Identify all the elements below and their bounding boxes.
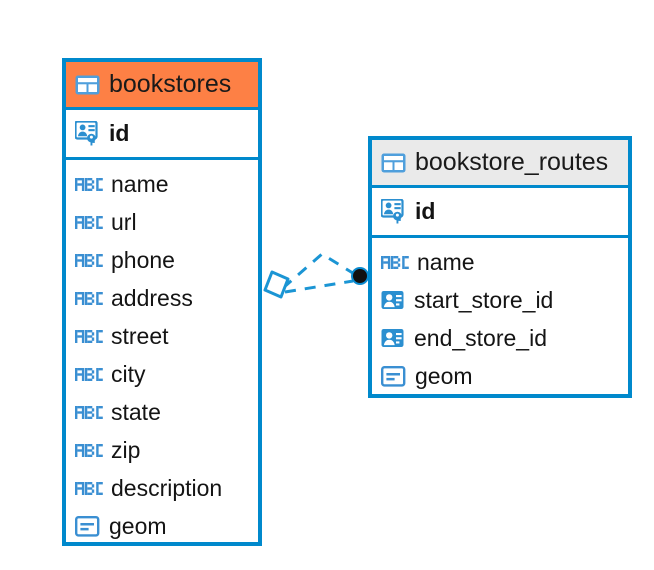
field-row-name[interactable]: name [372, 243, 628, 281]
text-abc-icon [75, 253, 103, 267]
table-icon [75, 75, 100, 95]
text-abc-icon [75, 329, 103, 343]
filled-circle-marker [351, 267, 369, 285]
columns-section-bookstores: name [66, 160, 258, 552]
relationship-branch-upper [282, 252, 357, 290]
field-row-geom[interactable]: geom [66, 507, 258, 545]
field-row-address[interactable]: address [66, 279, 258, 317]
diamond-marker [263, 270, 290, 299]
foreign-key-icon [381, 290, 406, 311]
field-label: id [109, 119, 130, 146]
field-label: state [111, 398, 161, 425]
field-row-name[interactable]: name [66, 165, 258, 203]
field-row-geom[interactable]: geom [372, 357, 628, 395]
entity-bookstore-routes[interactable]: bookstore_routes [368, 136, 632, 398]
field-row-city[interactable]: city [66, 355, 258, 393]
field-row-pk[interactable]: id [372, 192, 628, 230]
field-label: geom [415, 362, 473, 389]
geometry-icon [381, 365, 407, 387]
field-label: zip [111, 436, 141, 463]
table-icon [381, 153, 406, 173]
primary-key-icon [381, 198, 407, 224]
field-row-state[interactable]: state [66, 393, 258, 431]
text-abc-icon [75, 481, 103, 495]
entity-title: bookstore_routes [415, 148, 609, 176]
field-label: description [111, 474, 223, 501]
field-row-zip[interactable]: zip [66, 431, 258, 469]
field-label: city [111, 360, 146, 387]
field-label: phone [111, 246, 175, 273]
relationship-branch-lower [284, 279, 354, 294]
text-abc-icon [75, 215, 103, 229]
text-abc-icon [381, 255, 409, 269]
field-label: url [111, 208, 137, 235]
primary-key-section-bookstore-routes: id [372, 188, 628, 238]
field-label: id [415, 197, 436, 224]
field-row-pk[interactable]: id [66, 114, 258, 152]
text-abc-icon [75, 443, 103, 457]
field-row-street[interactable]: street [66, 317, 258, 355]
primary-key-icon [75, 120, 101, 146]
field-row-start-store-id[interactable]: start_store_id [372, 281, 628, 319]
field-label: end_store_id [414, 324, 547, 351]
field-row-end-store-id[interactable]: end_store_id [372, 319, 628, 357]
field-label: street [111, 322, 169, 349]
text-abc-icon [75, 177, 103, 191]
field-row-url[interactable]: url [66, 203, 258, 241]
entity-title: bookstores [109, 70, 232, 98]
field-label: name [111, 170, 169, 197]
field-label: name [417, 248, 475, 275]
geometry-icon [75, 515, 101, 537]
text-abc-icon [75, 405, 103, 419]
entity-bookstores[interactable]: bookstores id [62, 58, 262, 546]
field-row-phone[interactable]: phone [66, 241, 258, 279]
field-label: geom [109, 512, 167, 539]
text-abc-icon [75, 367, 103, 381]
primary-key-section-bookstores: id [66, 110, 258, 160]
field-row-description[interactable]: description [66, 469, 258, 507]
entity-header-bookstore-routes[interactable]: bookstore_routes [372, 140, 628, 188]
columns-section-bookstore-routes: name start_store_id [372, 238, 628, 402]
field-label: address [111, 284, 193, 311]
foreign-key-icon [381, 328, 406, 349]
entity-header-bookstores[interactable]: bookstores [66, 62, 258, 110]
text-abc-icon [75, 291, 103, 305]
field-label: start_store_id [414, 286, 554, 313]
